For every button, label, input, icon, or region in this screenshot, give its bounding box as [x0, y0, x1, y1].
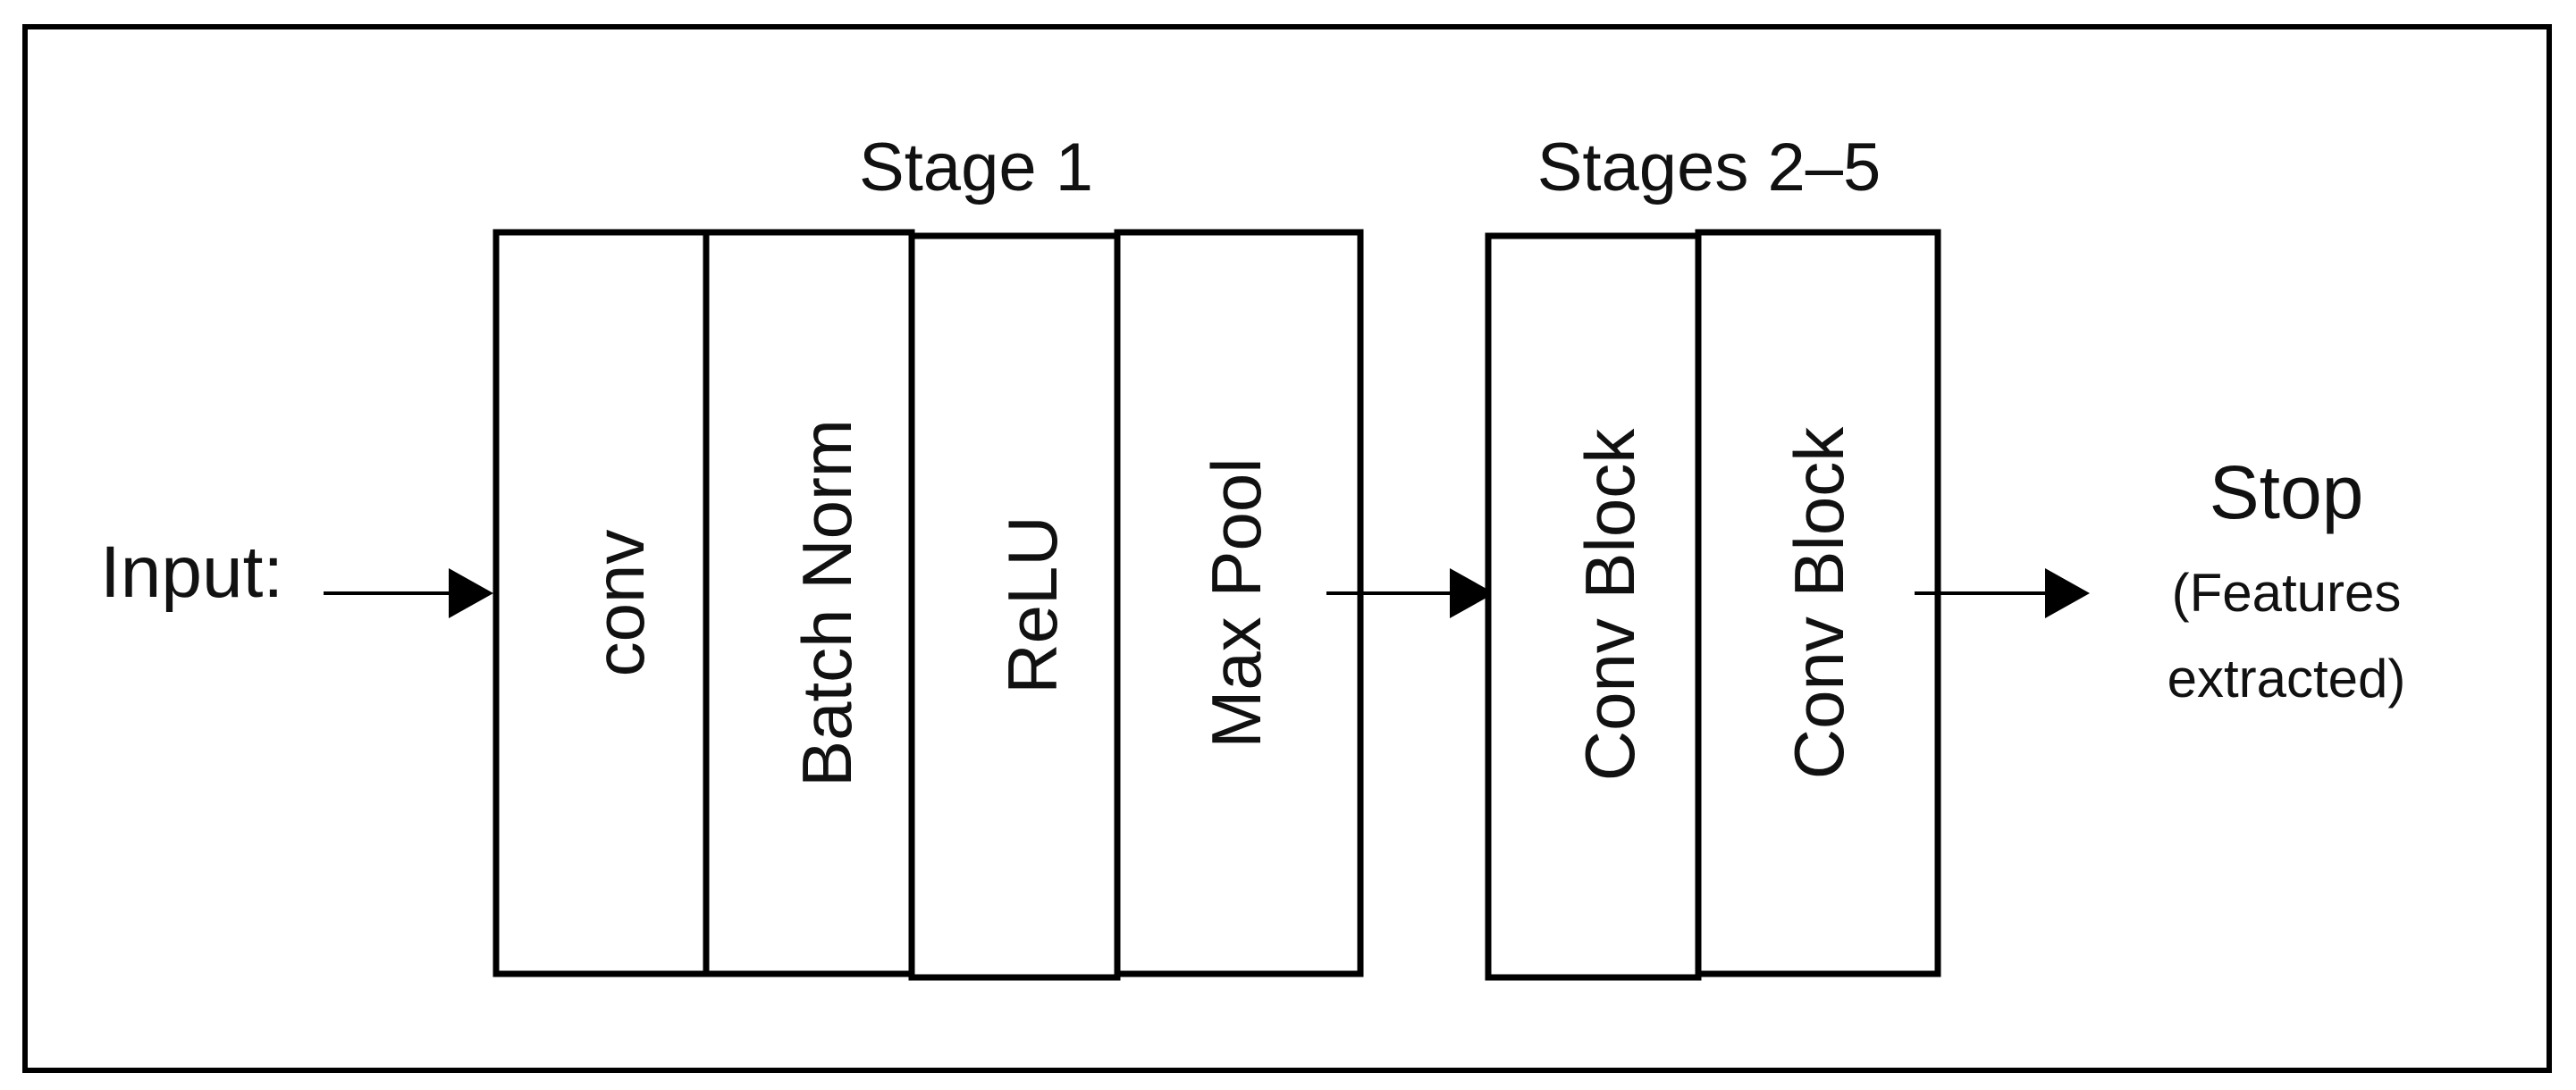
input-arrow-head — [449, 568, 493, 618]
block-max-pool — [1114, 229, 1364, 977]
block-conv — [492, 229, 710, 977]
block-batch-norm-label: Batch Norm — [787, 419, 866, 787]
stop-subtitle-line1: (Features — [2172, 563, 2402, 623]
block-conv-block-2 — [1695, 229, 1941, 977]
block-conv-block-2-label: Conv Block — [1780, 426, 1858, 779]
stage-arrow-head — [1450, 568, 1494, 618]
block-conv-label: conv — [580, 530, 659, 677]
output-arrow-head — [2045, 568, 2090, 618]
block-relu-label: ReLU — [993, 516, 1072, 693]
block-conv-block-1 — [1485, 232, 1702, 981]
block-relu — [908, 232, 1121, 981]
block-batch-norm — [703, 229, 915, 977]
block-max-pool-label: Max Pool — [1197, 457, 1275, 748]
stages2-5-title: Stages 2–5 — [1537, 130, 1881, 205]
block-conv-block-1-label: Conv Block — [1570, 428, 1649, 781]
stage1-title: Stage 1 — [859, 130, 1093, 205]
input-label: Input: — [100, 532, 283, 613]
stop-subtitle-line2: extracted) — [2168, 649, 2406, 708]
stop-title: Stop — [2210, 450, 2364, 534]
